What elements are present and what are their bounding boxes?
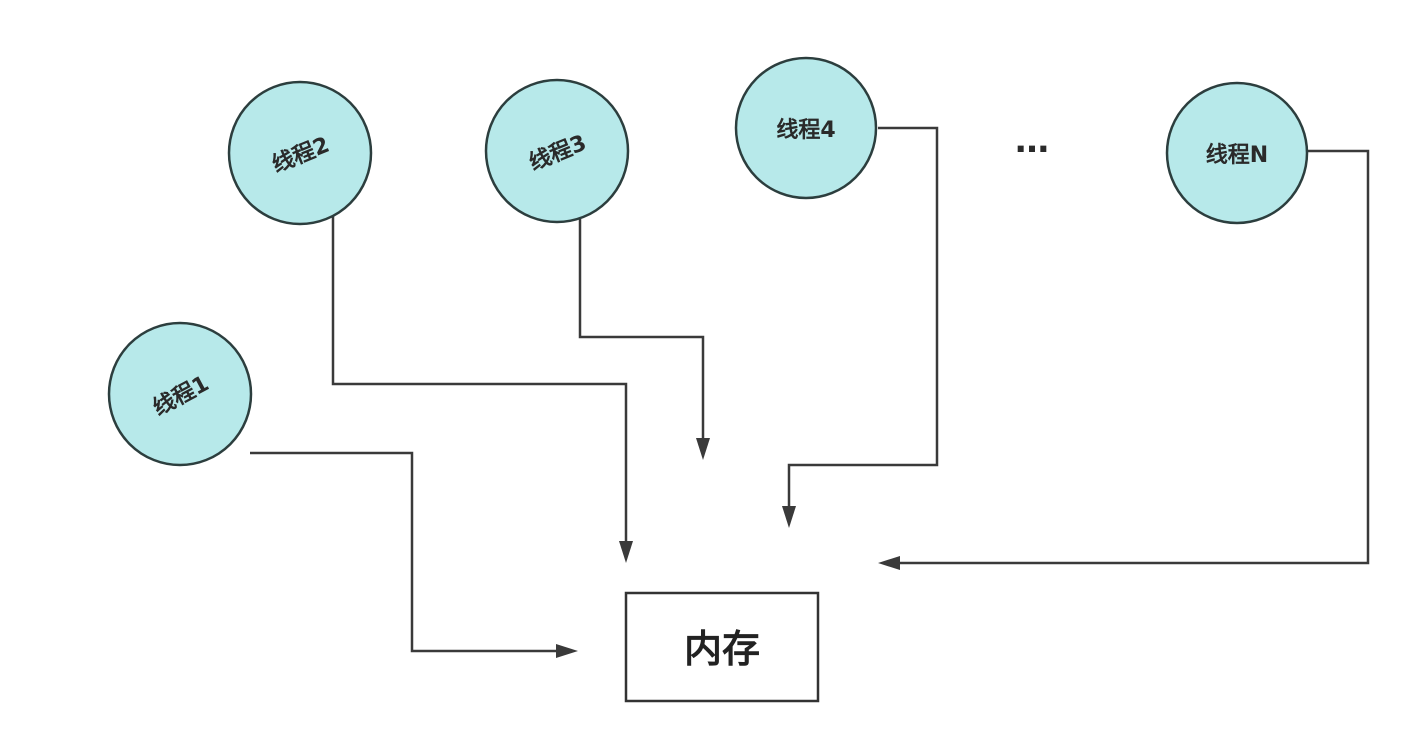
connector-thread-4 bbox=[787, 126, 939, 510]
ellipsis: … bbox=[1015, 121, 1049, 161]
connector-thread-n bbox=[898, 149, 1370, 565]
ellipsis-text: … bbox=[1015, 121, 1049, 161]
connector-thread-1 bbox=[250, 451, 560, 653]
arrowhead-thread-n bbox=[878, 556, 900, 570]
connector-thread-3 bbox=[578, 219, 705, 442]
thread-node-n: 线程N bbox=[1165, 81, 1309, 225]
arrowhead-thread-3 bbox=[696, 438, 710, 460]
arrowhead-thread-2 bbox=[619, 541, 633, 563]
thread-label-n: 线程N bbox=[1206, 142, 1268, 168]
thread-node-3: 线程3 bbox=[484, 78, 630, 224]
connectors bbox=[250, 126, 1370, 658]
connector-thread-2 bbox=[331, 216, 628, 545]
thread-node-4: 线程4 bbox=[734, 56, 878, 200]
arrowhead-thread-1 bbox=[556, 644, 578, 658]
arrowhead-thread-4 bbox=[782, 506, 796, 528]
thread-label-4: 线程4 bbox=[776, 117, 835, 143]
thread-node-2: 线程2 bbox=[227, 80, 373, 226]
memory-label: 内存 bbox=[684, 627, 760, 671]
thread-node-1: 线程1 bbox=[107, 321, 253, 467]
memory-box: 内存 bbox=[624, 591, 820, 703]
